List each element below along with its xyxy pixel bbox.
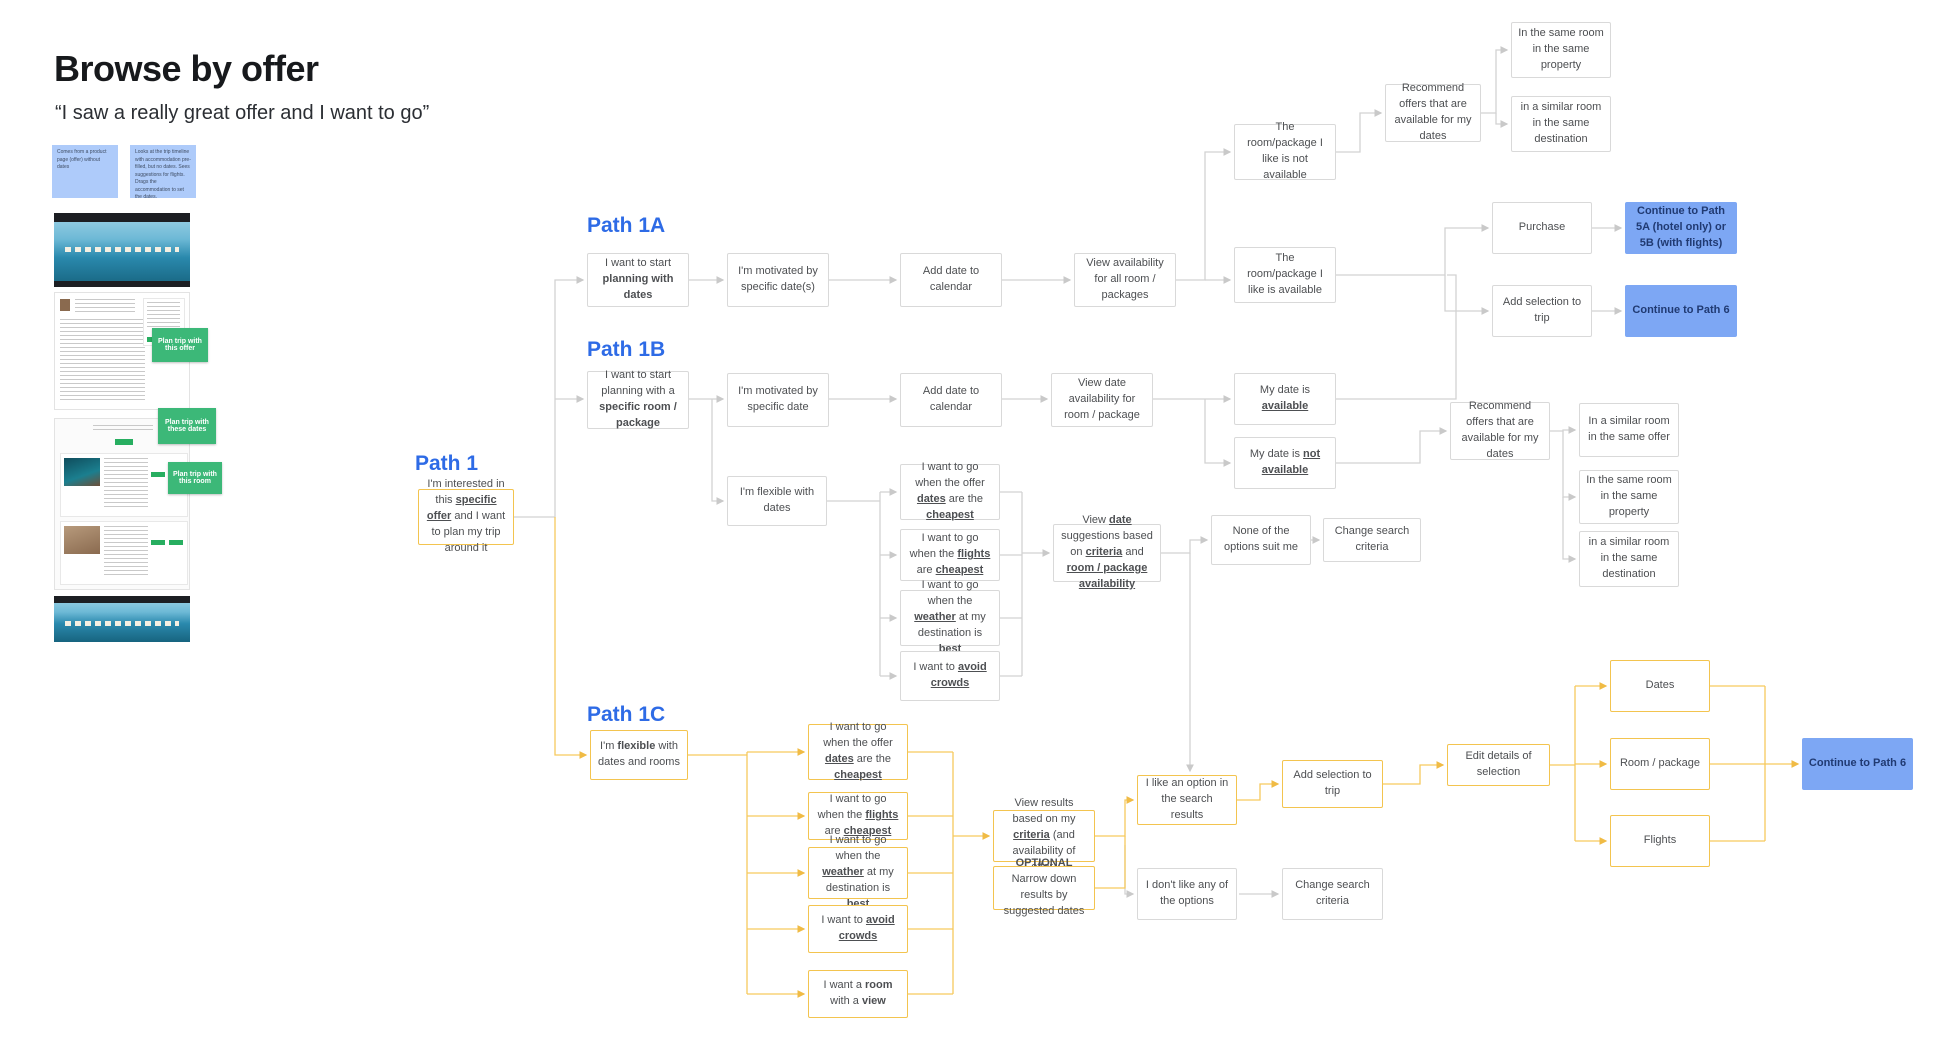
flow-node-rec1a[interactable]: In the same room in the same property — [1511, 22, 1611, 78]
path-label-1: Path 1 — [415, 452, 479, 475]
price-button — [151, 472, 165, 477]
price-button — [169, 540, 183, 545]
browser-chrome-bar — [54, 213, 190, 222]
flow-node-a4[interactable]: View availability for all room / package… — [1074, 253, 1176, 307]
flow-node-f1[interactable]: I want to go when the offer dates are th… — [900, 461, 1000, 521]
article-heading-lines — [75, 299, 135, 313]
flow-node-a5[interactable]: The room/package I like is not available — [1234, 121, 1336, 181]
sticky-note-green-offer[interactable]: Plan trip with this offer — [152, 328, 208, 362]
flow-node-b6[interactable]: My date is not available — [1234, 437, 1336, 489]
flow-node-cont6b[interactable]: Continue to Path 6 — [1802, 738, 1913, 790]
flow-node-addsel1[interactable]: Add selection to trip — [1492, 285, 1592, 337]
sticky-note-blue-1[interactable]: Comes from a product page (offer) withou… — [52, 145, 118, 198]
flow-node-a2[interactable]: I'm motivated by specific date(s) — [727, 253, 829, 307]
footer-bar — [54, 281, 190, 287]
room-photo — [64, 458, 100, 486]
search-button — [115, 439, 133, 445]
flow-node-idont[interactable]: I don't like any of the options — [1137, 868, 1237, 920]
page-title: Browse by offer — [54, 48, 319, 89]
flow-node-c2[interactable]: I want to go when the offer dates are th… — [808, 721, 908, 781]
path-label-1b: Path 1B — [587, 338, 666, 361]
path-label-1c: Path 1C — [587, 703, 666, 726]
flow-node-c3[interactable]: I want to go when the flights are cheape… — [808, 792, 908, 840]
overwater-villas — [64, 621, 180, 627]
destination-photo-screenshot[interactable] — [54, 596, 190, 642]
path-label-1a: Path 1A — [587, 214, 666, 237]
flow-node-b4[interactable]: View date availability for room / packag… — [1051, 373, 1153, 427]
flow-node-c1[interactable]: I'm flexible with dates and rooms — [590, 730, 688, 780]
sticky-note-green-room[interactable]: Plan trip with this room — [168, 462, 222, 494]
flow-node-addsel2[interactable]: Add selection to trip — [1282, 760, 1383, 808]
options-header-lines — [93, 425, 153, 431]
flow-node-optional[interactable]: OPTIONAL Narrow down results by suggeste… — [993, 857, 1095, 917]
flow-node-none1[interactable]: None of the options suit me — [1211, 515, 1311, 565]
flow-node-f3[interactable]: I want to go when the weather at my dest… — [900, 579, 1000, 655]
flow-node-viewdate[interactable]: View date suggestions based on criteria … — [1053, 514, 1161, 590]
flow-node-cont5[interactable]: Continue to Path 5A (hotel only) or 5B (… — [1625, 202, 1737, 254]
flow-node-cont6a[interactable]: Continue to Path 6 — [1625, 285, 1737, 337]
browser-chrome-bar — [54, 596, 190, 603]
package-options-screenshot[interactable] — [54, 418, 190, 590]
price-button — [151, 540, 165, 545]
flow-node-purchase[interactable]: Purchase — [1492, 202, 1592, 254]
flow-node-ilike[interactable]: I like an option in the search results — [1137, 775, 1237, 825]
flow-node-rec2a[interactable]: In a similar room in the same offer — [1579, 403, 1679, 457]
article-avatar — [60, 299, 70, 311]
flow-node-a3[interactable]: Add date to calendar — [900, 253, 1002, 307]
flow-node-b5[interactable]: My date is available — [1234, 373, 1336, 425]
flow-node-rec2b[interactable]: In the same room in the same property — [1579, 470, 1679, 524]
flow-node-viewres[interactable]: View results based on my criteria (and a… — [993, 797, 1095, 873]
flow-node-flights[interactable]: Flights — [1610, 815, 1710, 867]
room-card — [60, 521, 188, 585]
flow-node-c6[interactable]: I want a room with a view — [808, 970, 908, 1018]
flow-node-b3[interactable]: Add date to calendar — [900, 373, 1002, 427]
flow-node-f2[interactable]: I want to go when the flights are cheape… — [900, 529, 1000, 581]
flow-node-flex[interactable]: I'm flexible with dates — [727, 476, 827, 526]
flow-node-f4[interactable]: I want to avoid crowds — [900, 651, 1000, 701]
flow-node-rec2[interactable]: Recommend offers that are available for … — [1450, 400, 1550, 460]
flow-node-rec2c[interactable]: in a similar room in the same destinatio… — [1579, 531, 1679, 587]
page-subtitle: “I saw a really great offer and I want t… — [55, 102, 430, 124]
sticky-note-green-dates[interactable]: Plan trip with these dates — [158, 408, 216, 444]
flow-node-a6[interactable]: The room/package I like is available — [1234, 247, 1336, 303]
sticky-note-blue-2[interactable]: Looks at the trip timeline with accommod… — [130, 145, 196, 198]
flow-node-c5[interactable]: I want to avoid crowds — [808, 905, 908, 953]
flow-node-editdet[interactable]: Edit details of selection — [1447, 744, 1550, 786]
flow-node-c4[interactable]: I want to go when the weather at my dest… — [808, 834, 908, 910]
flow-node-p1node[interactable]: I'm interested in this specific offer an… — [418, 478, 514, 554]
flow-node-dates[interactable]: Dates — [1610, 660, 1710, 712]
article-body-lines — [60, 319, 145, 403]
flow-node-b2[interactable]: I'm motivated by specific date — [727, 373, 829, 427]
flow-node-change1[interactable]: Change search criteria — [1323, 518, 1421, 562]
flow-node-rec1[interactable]: Recommend offers that are available for … — [1385, 82, 1481, 142]
offer-hero-screenshot[interactable] — [54, 213, 190, 287]
flow-node-b1[interactable]: I want to start planning with a specific… — [587, 369, 689, 429]
flow-node-roompkg[interactable]: Room / package — [1610, 738, 1710, 790]
overwater-villas — [64, 247, 180, 253]
flow-node-a1[interactable]: I want to start planning with dates — [587, 253, 689, 307]
flow-node-change2[interactable]: Change search criteria — [1282, 868, 1383, 920]
flow-node-rec1b[interactable]: in a similar room in the same destinatio… — [1511, 96, 1611, 152]
room-photo — [64, 526, 100, 554]
